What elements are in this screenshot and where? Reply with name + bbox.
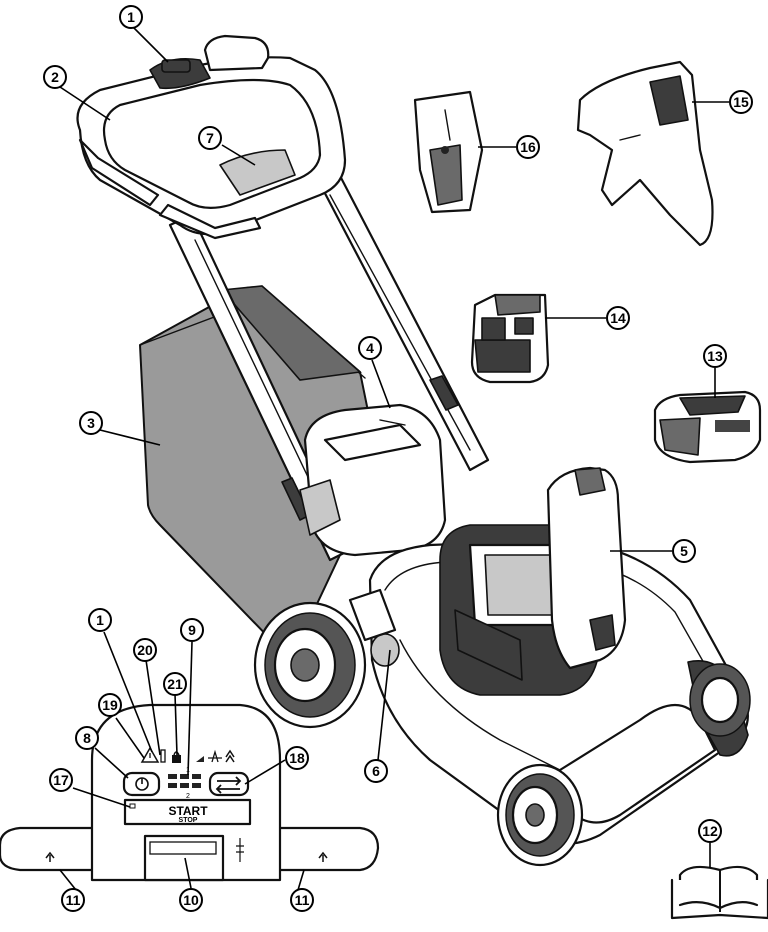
callout-17: 17 <box>49 768 73 792</box>
callout-18: 18 <box>285 746 309 770</box>
control-panel-detail: START STOP 1 2 <box>0 703 380 882</box>
battery-pack <box>470 293 550 384</box>
callout-20: 20 <box>133 638 157 662</box>
cutting-height-lever <box>348 588 400 667</box>
callout-13: 13 <box>703 344 727 368</box>
callout-14: 14 <box>606 306 630 330</box>
svg-text:15: 15 <box>733 94 749 110</box>
callout-2: 2 <box>43 65 67 89</box>
svg-text:6: 6 <box>372 763 380 779</box>
callout-12: 12 <box>698 819 722 843</box>
arrow-up-icon <box>318 851 328 862</box>
svg-text:16: 16 <box>520 139 536 155</box>
callout-21: 21 <box>163 672 187 696</box>
svg-text:12: 12 <box>702 823 718 839</box>
rear-wheel-right <box>689 663 751 737</box>
svg-text:8: 8 <box>83 730 91 746</box>
svg-text:2: 2 <box>51 69 59 85</box>
operator-manual-icon <box>670 865 768 920</box>
callout-15: 15 <box>729 90 753 114</box>
battery-charger <box>653 390 762 464</box>
temperature-icon <box>160 749 166 763</box>
callout-6: 6 <box>364 759 388 783</box>
svg-text:17: 17 <box>53 772 69 788</box>
mulching-plug <box>413 90 484 214</box>
svg-text:7: 7 <box>206 130 214 146</box>
svg-text:4: 4 <box>366 340 374 356</box>
start-label: START <box>168 804 208 818</box>
speed-icon <box>196 756 204 762</box>
callout-10: 10 <box>179 888 203 912</box>
arrow-up-icon <box>45 851 55 862</box>
mode-toggle-button[interactable] <box>208 771 250 797</box>
callout-3: 3 <box>79 411 103 435</box>
svg-text:3: 3 <box>87 415 95 431</box>
callout-11-left: 11 <box>61 888 85 912</box>
callout-4: 4 <box>358 336 382 360</box>
chevrons-up-icon <box>225 749 235 763</box>
handle-assembly <box>76 34 347 240</box>
svg-text:19: 19 <box>102 697 118 713</box>
svg-text:14: 14 <box>610 310 626 326</box>
svg-text:11: 11 <box>295 892 310 908</box>
front-wheel <box>496 763 584 867</box>
svg-text:11: 11 <box>66 892 81 908</box>
svg-text:18: 18 <box>289 750 305 766</box>
callout-8: 8 <box>75 726 99 750</box>
warning-icon <box>140 746 160 763</box>
discharge-deflector <box>576 60 714 247</box>
callout-9: 9 <box>180 618 204 642</box>
svg-text:1: 1 <box>96 612 104 628</box>
callout-19: 19 <box>98 693 122 717</box>
mower-body <box>299 403 447 557</box>
callout-7: 7 <box>198 126 222 150</box>
handle-bars <box>168 170 490 562</box>
svg-text:10: 10 <box>183 892 199 908</box>
svg-text:5: 5 <box>680 543 688 559</box>
callout-1-panel: 1 <box>88 608 112 632</box>
svg-text:1: 1 <box>127 9 135 25</box>
grass-collector <box>139 285 381 648</box>
stop-label: STOP <box>179 817 198 824</box>
callout-1: 1 <box>119 5 143 29</box>
svg-text:21: 21 <box>167 676 183 692</box>
callout-16: 16 <box>516 135 540 159</box>
svg-text:20: 20 <box>137 642 153 658</box>
battery-cover <box>546 466 627 670</box>
level-2-label: 2 <box>186 793 190 800</box>
arrows-swap-icon <box>215 776 242 794</box>
callout-5: 5 <box>672 539 696 563</box>
svg-text:13: 13 <box>707 348 723 364</box>
lock-icon <box>172 755 181 763</box>
grass-icon <box>208 749 222 763</box>
rear-wheel-left <box>253 601 367 729</box>
svg-text:9: 9 <box>188 622 196 638</box>
cutting-height-indicator <box>168 774 201 788</box>
callout-11-right: 11 <box>290 888 314 912</box>
start-stop-button[interactable] <box>123 798 252 826</box>
leader-lines <box>59 27 729 891</box>
